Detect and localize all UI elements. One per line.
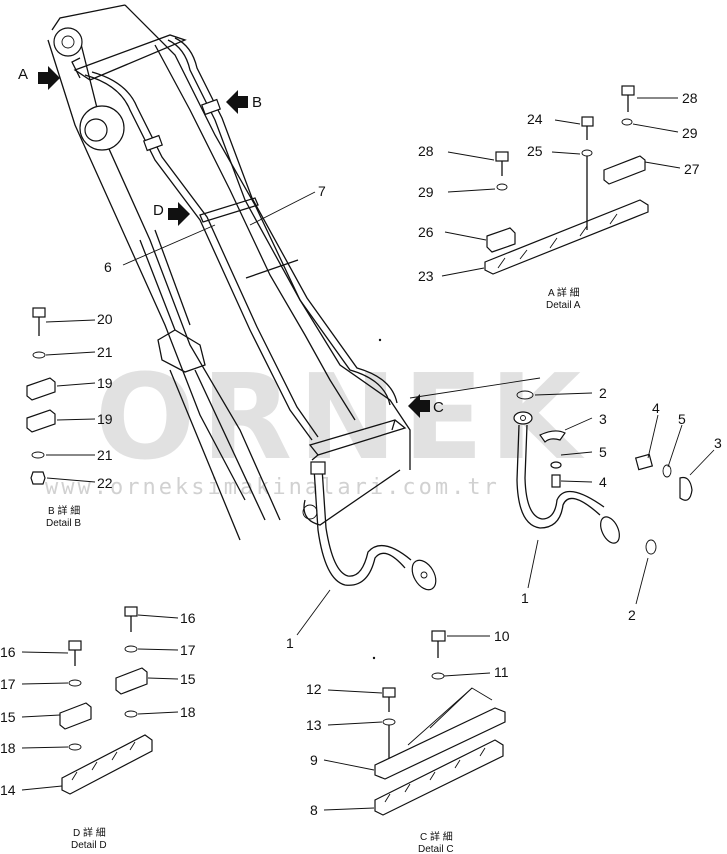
view-arrows: A B D C (18, 66, 444, 418)
callout-8: 8 (310, 802, 318, 818)
detail-c (374, 630, 506, 816)
detail-d-caption-en: Detail D (71, 840, 107, 851)
view-label-a: A (18, 66, 28, 83)
callout-28-a-left: 28 (418, 143, 434, 159)
watermark: ORNEK www.orneksimakinalari.com.tr (45, 348, 587, 500)
detail-a (484, 85, 649, 275)
callout-1-right: 1 (521, 590, 529, 606)
callout-3-right: 3 (714, 435, 722, 451)
callout-7: 7 (318, 183, 326, 199)
view-label-c: C (433, 399, 444, 416)
callout-9: 9 (310, 752, 318, 768)
callout-10: 10 (494, 628, 510, 644)
callout-2-top: 2 (599, 385, 607, 401)
callout-29-a-top: 29 (682, 125, 698, 141)
callout-2-bottom: 2 (628, 607, 636, 623)
detail-d (59, 606, 153, 795)
arrow-a-icon (38, 66, 60, 90)
callout-26: 26 (418, 224, 434, 240)
callout-3-center: 3 (599, 411, 607, 427)
boom-assembly (47, 4, 411, 541)
callout-16-right: 16 (180, 610, 196, 626)
callout-16-left: 16 (0, 644, 16, 660)
watermark-url: www.orneksimakinalari.com.tr (45, 475, 500, 500)
detail-b-caption-ja: B 詳 細 (48, 504, 80, 517)
callout-20: 20 (97, 311, 113, 327)
detail-a-caption-en: Detail A (546, 300, 581, 311)
callout-4-right: 4 (652, 400, 660, 416)
leader-lines-right (527, 392, 715, 605)
detail-b-caption-en: Detail B (46, 518, 81, 529)
hose-right (513, 390, 693, 555)
arrow-d-icon (168, 202, 190, 226)
detail-c-caption-en: Detail C (418, 844, 454, 854)
callout-4-center: 4 (599, 474, 607, 490)
view-label-d: D (153, 202, 164, 219)
hydraulic-pipes (84, 37, 398, 441)
callout-21-bottom: 21 (97, 447, 113, 463)
callout-19-bottom: 19 (97, 411, 113, 427)
callout-17-right: 17 (180, 642, 196, 658)
callout-19-top: 19 (97, 375, 113, 391)
callout-22: 22 (97, 475, 113, 491)
callout-6: 6 (104, 259, 112, 275)
callout-15-left: 15 (0, 709, 16, 725)
callout-25: 25 (527, 143, 543, 159)
callout-27: 27 (684, 161, 700, 177)
callout-17-left: 17 (0, 676, 16, 692)
hose-left (310, 461, 437, 591)
callout-23: 23 (418, 268, 434, 284)
callout-21-top: 21 (97, 344, 113, 360)
leader-lines-a (441, 97, 681, 277)
o-ring-2-top (516, 390, 534, 400)
detail-d-caption-ja: D 詳 細 (73, 826, 106, 839)
arrow-c-icon (408, 394, 430, 418)
callout-5-right: 5 (678, 411, 686, 427)
leader-lines-b (45, 319, 96, 483)
callout-28-a-top: 28 (682, 90, 698, 106)
view-label-b: B (252, 94, 262, 111)
arrow-b-icon (226, 90, 248, 114)
leader-lines-d (21, 614, 179, 791)
watermark-brand: ORNEK (95, 348, 587, 486)
callout-5-center: 5 (599, 444, 607, 460)
detail-c-caption-ja: C 詳 細 (420, 830, 453, 843)
callout-12: 12 (306, 681, 322, 697)
callout-15-right: 15 (180, 671, 196, 687)
callout-24: 24 (527, 111, 543, 127)
callout-11: 11 (494, 664, 509, 680)
detail-b (26, 307, 56, 485)
callout-13: 13 (306, 717, 322, 733)
callout-14: 14 (0, 782, 16, 798)
callout-29-a-left: 29 (418, 184, 434, 200)
detail-a-caption-ja: A 詳 細 (548, 286, 580, 299)
callout-1-left: 1 (286, 635, 294, 651)
leader-lines-c (323, 635, 491, 811)
callout-18-right: 18 (180, 704, 196, 720)
callout-18-left: 18 (0, 740, 16, 756)
leader-lines-main (122, 191, 541, 636)
